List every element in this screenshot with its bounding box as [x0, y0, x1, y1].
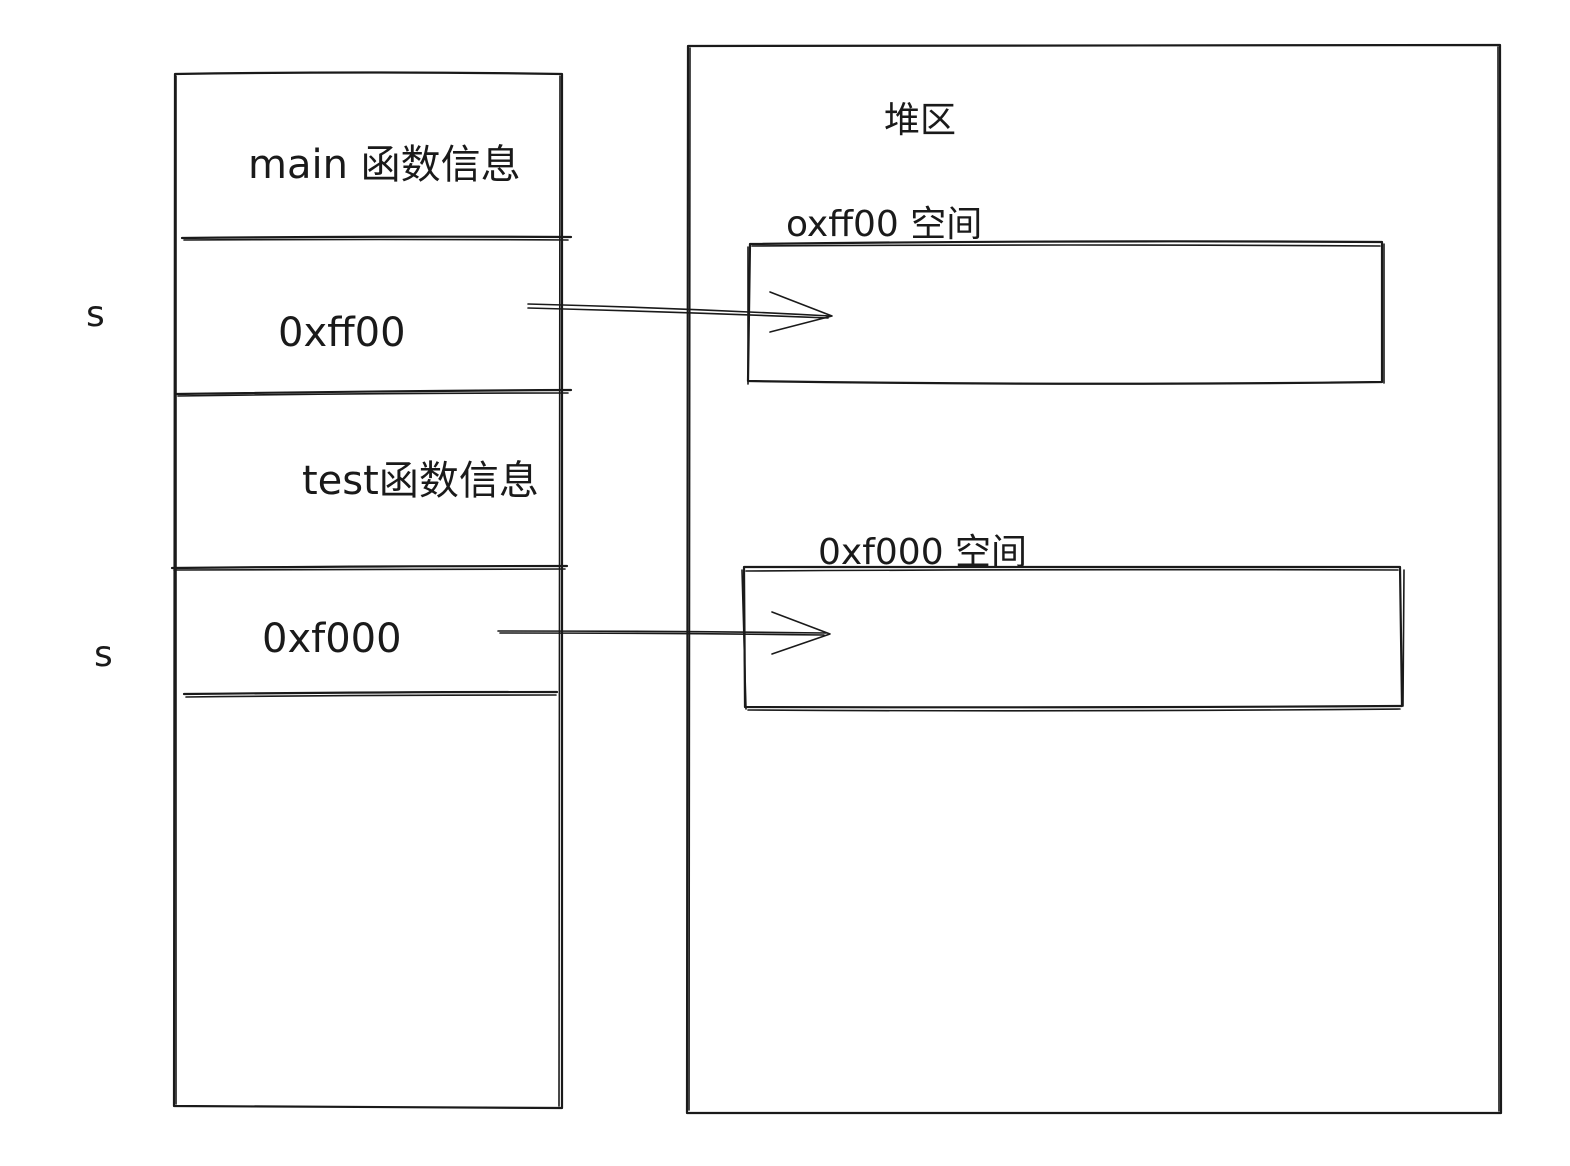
- pointer-arrow-2: [497, 611, 831, 655]
- stack-column: main 函数信息 0xff00 test函数信息 0xf000: [170, 71, 573, 1110]
- heap-block-1-label: oxff00 空间: [786, 204, 982, 245]
- arrow-1-shaft: [527, 303, 831, 317]
- arrow-2-shaft: [497, 630, 827, 634]
- heap-block-2: [742, 565, 1404, 709]
- stack-outline-sketch: [175, 75, 561, 1107]
- stack-cell-test-label: test函数信息: [302, 458, 539, 504]
- stack-divider-4: [182, 690, 559, 696]
- arrow-2-head: [771, 611, 831, 655]
- heap-region: 堆区 oxff00 空间 0xf000 空间: [685, 43, 1503, 1115]
- heap-outline: [685, 43, 1503, 1115]
- stack-outline: [172, 71, 564, 1110]
- stack-cell-main-label: main 函数信息: [248, 142, 521, 188]
- variable-s-label-1: s: [86, 294, 105, 335]
- arrow-1-head: [769, 291, 833, 333]
- stack-divider-3: [170, 564, 569, 570]
- heap-block-1: [746, 240, 1384, 385]
- stack-divider-1: [180, 235, 573, 240]
- pointer-arrow-1: [527, 291, 833, 333]
- stack-cell-pointer-2-label: 0xf000: [262, 616, 402, 662]
- stack-divider-2: [175, 388, 573, 396]
- heap-title: 堆区: [884, 100, 956, 141]
- stack-cell-pointer-1-label: 0xff00: [278, 310, 406, 356]
- variable-s-label-2: s: [94, 634, 113, 675]
